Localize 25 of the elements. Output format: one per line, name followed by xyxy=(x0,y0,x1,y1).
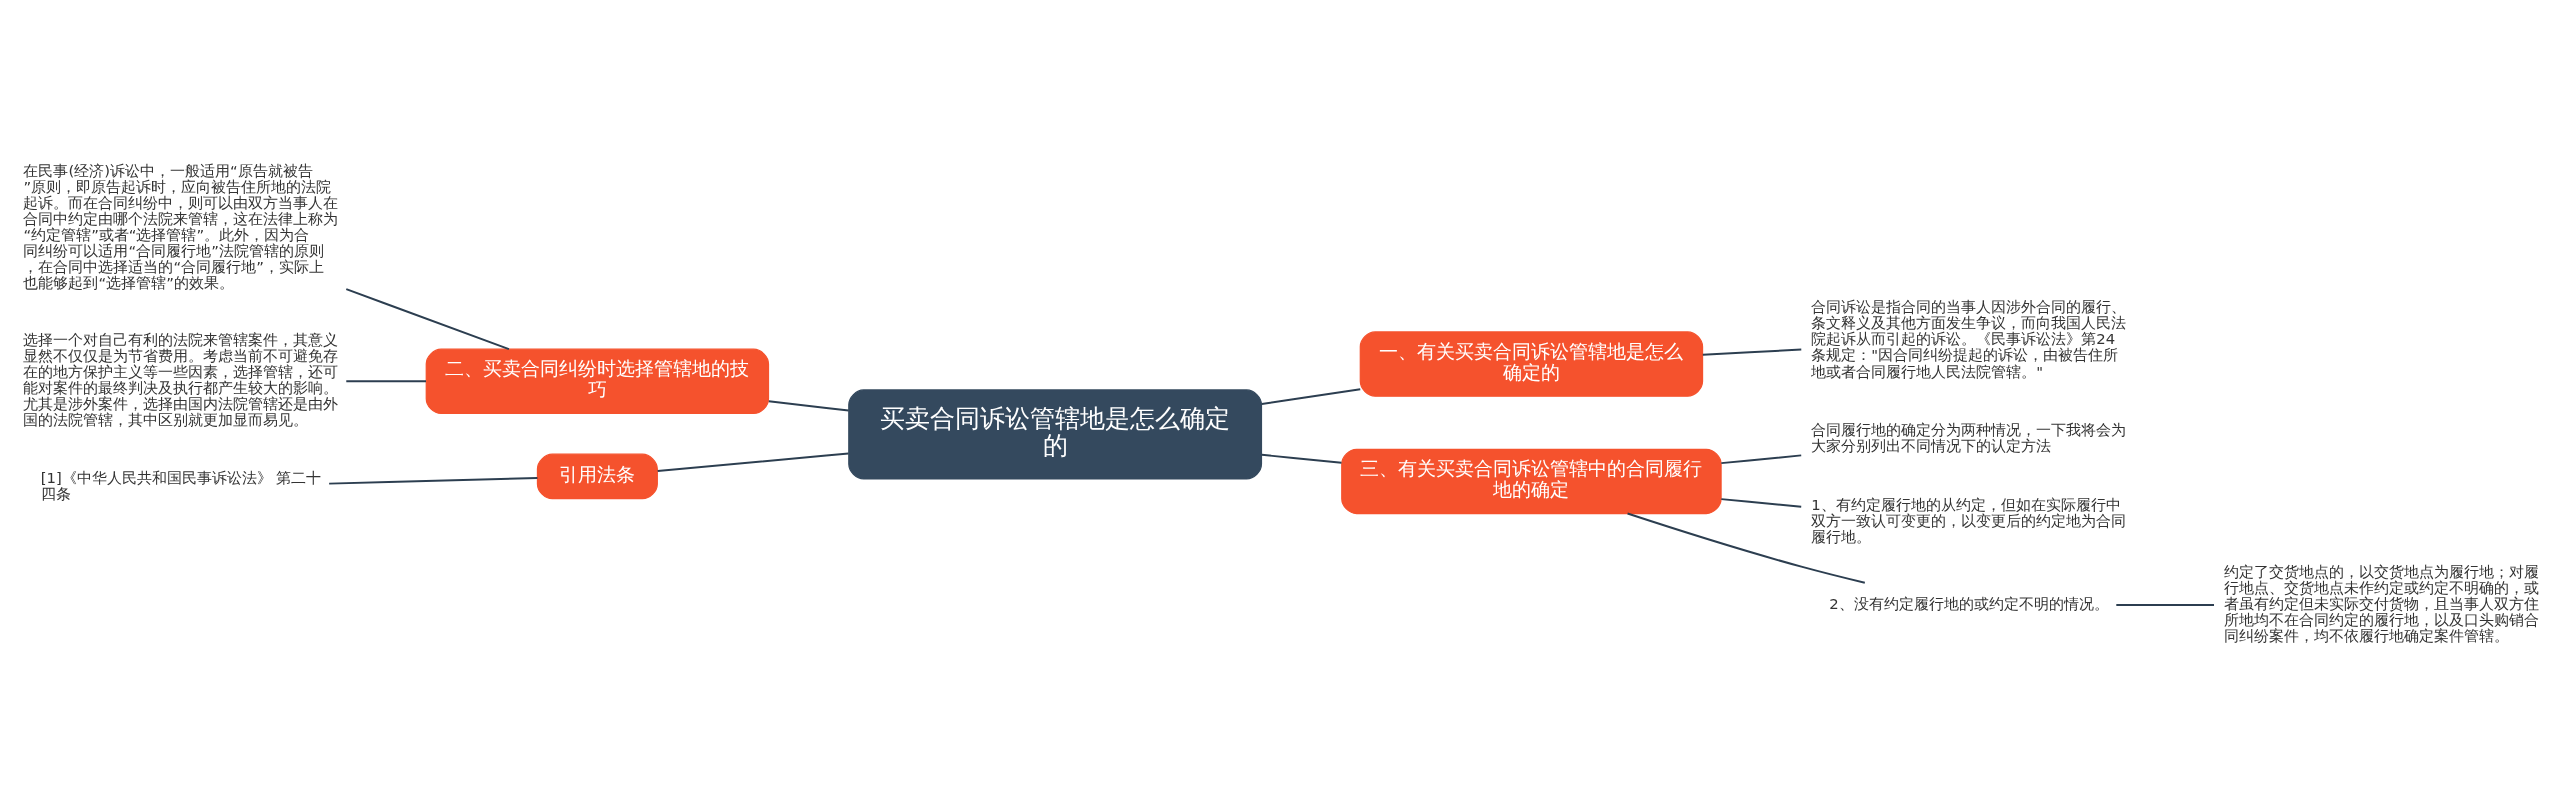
connector xyxy=(1701,348,1803,356)
connector xyxy=(1720,498,1803,508)
connector xyxy=(1720,454,1803,465)
node-box: 三、有关买卖合同诉讼管辖中的合同履行地的确定 xyxy=(1341,448,1722,515)
connector xyxy=(656,452,850,472)
node-text: 选择一个对自己有利的法院来管辖案件，其意义显然不仅仅是为节省费用。考虑当前不可避免存在的地方保护主义等一些因素，选择管辖，还可能对案件的最终判决及执行都产生较大的影响。尤其是涉外案件，选择由国内法院管辖还是由外国的法院管辖，其中区别就更加显而易见。 xyxy=(23,331,339,429)
node-box: 二、买卖合同纠纷时选择管辖地的技巧 xyxy=(425,348,770,415)
node-text: 在民事(经济)诉讼中，一般适用“原告就被告”原则，即原告起诉时，应向被告住所地的法院起诉。而在合同纠纷中，则可以由双方当事人在合同中约定由哪个法院来管辖，这在法律上称为“约定管辖”或者“选择管辖”。此外，因为合同纠纷可以适用“合同履行地”法院管辖的原则，在合同中选择适当的“合同履行地”，实际上也能够起到“选择管辖”的效果。 xyxy=(23,161,339,292)
connector xyxy=(345,380,427,383)
node-text: 约定了交货地点的，以交货地点为履行地；对履行地点、交货地点未作约定或约定不明确的，或者虽有约定但未实际交付货物，且当事人双方住所地均不在合同约定的履行地，以及口头购销合同纠纷案件，均不依履行地确定案件管辖。 xyxy=(2223,562,2539,644)
node-box: 买卖合同诉讼管辖地是怎么确定的 xyxy=(848,389,1263,480)
connector xyxy=(328,477,539,485)
node-text: 合同履行地的确定分为两种情况，一下我将会为大家分别列出不同情况下的认定方法 xyxy=(1811,421,2127,455)
connector xyxy=(767,400,850,412)
connector xyxy=(1260,388,1362,405)
connector xyxy=(2115,603,2215,606)
node-box: 引用法条 xyxy=(536,453,658,500)
node-text: 2、没有约定履行地的或约定不明的情况。 xyxy=(1829,594,2109,612)
connector xyxy=(1626,512,1866,584)
node-text: [1]《中华人民共和国民事诉讼法》 第二十四条 xyxy=(40,469,322,503)
connector xyxy=(1260,453,1343,464)
node-text: 1、有约定履行地的从约定，但如在实际履行中双方一致认可变更的，以变更后的约定地为合同履行地。 xyxy=(1811,495,2127,546)
node-text: 合同诉讼是指合同的当事人因涉外合同的履行、条文释义及其他方面发生争议，而向我国人民法院起诉从而引起的诉讼。《民事诉讼法》第24条规定："因合同纠纷提起的诉讼，由被告住所地或者合同履行地人民法院管辖。" xyxy=(1811,298,2127,380)
connector xyxy=(345,288,510,351)
node-box: 一、有关买卖合同诉讼管辖地是怎么确定的 xyxy=(1359,331,1704,397)
